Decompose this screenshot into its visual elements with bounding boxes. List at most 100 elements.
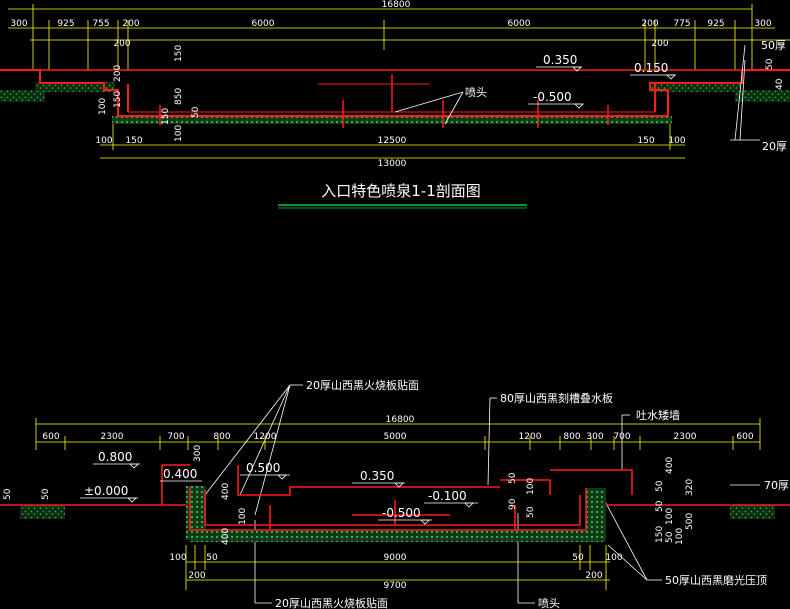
s2-dim-seg-8: 300: [586, 432, 603, 442]
section2-ground: [20, 486, 775, 542]
s2-dim-bottom-total: 9700: [384, 581, 407, 591]
s2-dim-seg-1: 2300: [101, 432, 124, 442]
s2-callout-3: 吐水矮墙: [636, 408, 680, 422]
s2-elev-4: 0.500: [246, 461, 280, 475]
s2-elev-5: 0.350: [360, 469, 394, 483]
s2-elev-2: ±0.000: [84, 484, 128, 498]
s1-vdim-1: 200: [113, 65, 123, 82]
s2-vdim-mid-2: 90: [508, 498, 518, 510]
s2-dim-bottom-c: 50: [572, 553, 584, 563]
s2-vdim-right-4: 100: [665, 508, 675, 525]
s2-dim-bottom-e: 200: [188, 571, 205, 581]
s2-vdim-left-2: 300: [193, 445, 203, 462]
s2-elev-3: 0.400: [163, 467, 197, 481]
section2-bottom-dimensions: [185, 545, 610, 590]
s2-callout-4: 70厚: [764, 479, 789, 492]
section2-elevations: 0.800 ±0.000 0.400 0.500 0.350 -0.100 -0…: [80, 450, 478, 525]
s2-vdim-right-1: 50: [655, 480, 665, 492]
s1-vdim-7: 150: [161, 108, 171, 125]
s1-dim-left-3: 200: [122, 19, 139, 29]
s2-dim-seg-5: 5000: [384, 432, 407, 442]
s2-dim-bottom-d: 100: [605, 553, 622, 563]
s1-dim-bottom-b: 150: [125, 136, 142, 146]
s2-dim-seg-4: 1200: [254, 432, 277, 442]
s1-dim-bottom-d: 100: [668, 136, 685, 146]
s1-dim-left-2: 755: [92, 19, 109, 29]
s1-dim-overall: 16800: [382, 0, 411, 10]
s2-callout-7: 50厚山西黑磨光压顶: [665, 573, 767, 587]
section-1: 16800 300 925 755 200 6000 6000 200 775 …: [0, 0, 790, 209]
s2-vdim-right-2: 320: [685, 479, 695, 496]
s1-dim-bottom-c: 150: [637, 136, 654, 146]
section2-pool-walls: [0, 464, 790, 531]
s2-callout-1: 20厚山西黑火烧板贴面: [306, 378, 419, 392]
s1-dim-bottom-a: 100: [95, 136, 112, 146]
s2-dim-bottom-a: 100: [169, 553, 186, 563]
s2-dim-seg-6: 1200: [519, 432, 542, 442]
s2-dim-seg-3: 800: [213, 432, 230, 442]
s2-elev-7: -0.500: [382, 506, 421, 520]
s2-vdim-left-5: 100: [238, 508, 248, 525]
s1-vdim-4: 50: [191, 106, 201, 118]
s1-dim-mid-left: 6000: [252, 19, 275, 29]
s2-dim-bottom-span: 9000: [384, 553, 407, 563]
s2-vdim-right-3: 50: [655, 500, 665, 512]
s1-vdim-0: 150: [174, 45, 184, 62]
s2-dim-seg-10: 2300: [674, 432, 697, 442]
s2-vdim-left-3: 400: [221, 483, 231, 500]
section1-pool-walls: [0, 69, 790, 128]
s1-callout-nozzle: 喷头: [465, 86, 487, 99]
s2-vdim-left-4: 400: [221, 528, 231, 545]
s2-vdim-right-5: 500: [685, 513, 695, 530]
s2-callout-5: 20厚山西黑火烧板贴面: [275, 596, 388, 609]
s2-dim-seg-7: 800: [563, 432, 580, 442]
section1-ground: [0, 82, 790, 124]
section2-top-dimensions: [35, 418, 761, 450]
s2-dim-seg-0: 600: [42, 432, 59, 442]
s2-dim-bottom-f: 200: [585, 571, 602, 581]
s2-dim-overall: 16800: [386, 415, 415, 425]
s1-vdim-2: 850: [174, 88, 184, 105]
s2-vdim-left-0: 50: [3, 488, 13, 500]
section-2: 20厚山西黑火烧板贴面 80厚山西黑刻槽叠水板 吐水矮墙 70厚 20厚山西黑火…: [0, 378, 790, 609]
s2-callout-2: 80厚山西黑刻槽叠水板: [500, 391, 613, 405]
s2-vdim-right-6: 150: [655, 526, 665, 543]
s1-vdim-5: 100: [98, 98, 108, 115]
s2-dim-bottom-b: 50: [206, 553, 218, 563]
s2-vdim-right-8: 100: [675, 528, 685, 545]
s1-dim-right-0: 200: [641, 19, 658, 29]
section2-vertical-dims: 50 50 300 400 400 100 50 100 90 50 400 5…: [3, 445, 695, 545]
s2-vdim-mid-1: 100: [526, 478, 536, 495]
s2-elev-6: -0.100: [428, 489, 467, 503]
s1-dim-sub-left: 200: [113, 39, 130, 49]
s1-dim-bottom-span: 12500: [378, 136, 407, 146]
s1-elev-3: -0.500: [533, 90, 572, 104]
s2-callout-6: 喷头: [538, 597, 560, 609]
s1-dim-right-1: 775: [673, 19, 690, 29]
s1-dim-left-0: 300: [10, 19, 27, 29]
s1-elev-2: 0.150: [634, 61, 668, 75]
s2-dim-seg-2: 700: [167, 432, 184, 442]
s1-vdim-9: 40: [775, 78, 785, 90]
s1-elev-1: 0.350: [543, 53, 577, 67]
s2-elev-1: 0.800: [98, 450, 132, 464]
s1-callout-right-bottom: 20厚: [762, 140, 787, 153]
s1-dim-bottom-total: 13000: [378, 159, 407, 169]
s1-vdim-6: 100: [174, 125, 184, 142]
s2-vdim-left-1: 50: [41, 488, 51, 500]
s1-dim-left-1: 925: [57, 19, 74, 29]
s2-dim-seg-9: 700: [613, 432, 630, 442]
section1-callouts: [394, 44, 760, 141]
section1-title: 入口特色喷泉1-1剖面图: [321, 182, 481, 200]
s2-dim-seg-11: 600: [736, 432, 753, 442]
section1-vertical-dims: 150 200 850 150 50 100 100 150 50 40: [98, 45, 785, 142]
s1-dim-right-3: 300: [754, 19, 771, 29]
s1-dim-mid-right: 6000: [508, 19, 531, 29]
s1-vdim-3: 150: [113, 91, 123, 108]
s2-vdim-right-7: 50: [665, 531, 675, 543]
s1-callout-right-top: 50厚: [761, 39, 786, 52]
s1-dim-sub-right: 200: [651, 39, 668, 49]
s1-dim-right-2: 925: [707, 19, 724, 29]
s2-vdim-mid-0: 50: [508, 472, 518, 484]
